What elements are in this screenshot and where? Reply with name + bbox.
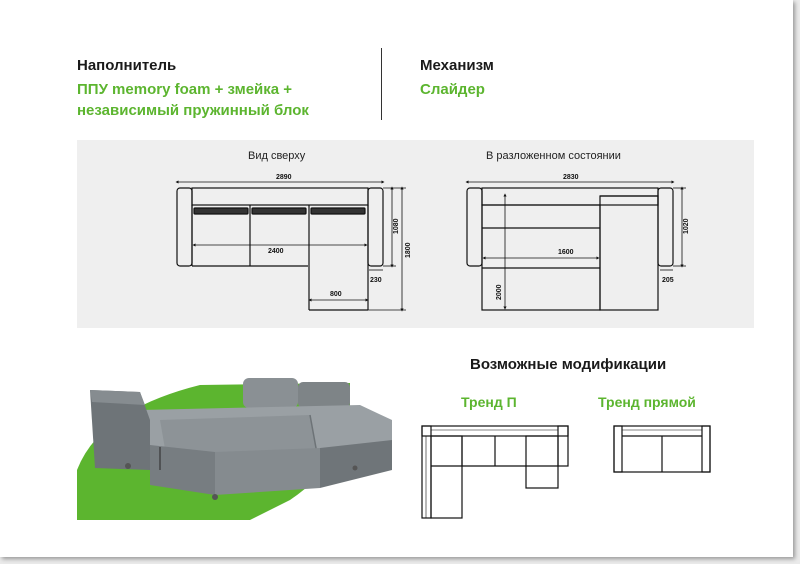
modification-trend-straight: Тренд прямой [598,394,696,410]
unfolded-drawing [466,187,674,311]
unfolded-dimension-lines [465,180,686,310]
top-view-dimension-lines [175,180,406,312]
trend-straight-drawing [613,425,711,473]
dim-unfolded-depth: 1020 [683,218,690,234]
dimensions-panel [77,140,754,328]
dimension-drawings: 2890 2400 800 230 1080 1800 2830 1600 20… [77,174,711,520]
trend-p-drawing [421,425,569,519]
dim-total-depth: 1800 [405,242,412,258]
top-view-caption: Вид сверху [248,150,306,162]
mechanism-heading: Механизм [420,57,494,74]
filler-line-1: ППУ memory foam + змейка + [77,81,293,98]
dim-chaise-width: 800 [330,291,342,298]
dim-inner-width: 2400 [268,248,284,255]
dim-total-width: 2890 [276,174,292,181]
dim-sleep-length: 2000 [496,284,503,300]
sofa-photo [77,378,392,520]
dim-unfolded-arm: 205 [662,277,674,284]
top-view-drawing [176,187,384,311]
unfolded-caption: В разложенном состоянии [486,150,621,162]
filler-heading: Наполнитель [77,57,177,74]
header-divider [381,48,382,120]
filler-line-2: независимый пружинный блок [77,102,309,119]
dim-sleep-width: 1600 [558,249,574,256]
dim-unfolded-width: 2830 [563,174,579,181]
mechanism-value: Слайдер [420,81,485,98]
modification-trend-p: Тренд П [461,394,517,410]
dim-arm-width: 230 [370,277,382,284]
catalog-page: Наполнитель ППУ memory foam + змейка + н… [0,0,793,557]
modifications-heading: Возможные модификации [470,356,667,373]
dim-depth: 1080 [393,218,400,234]
